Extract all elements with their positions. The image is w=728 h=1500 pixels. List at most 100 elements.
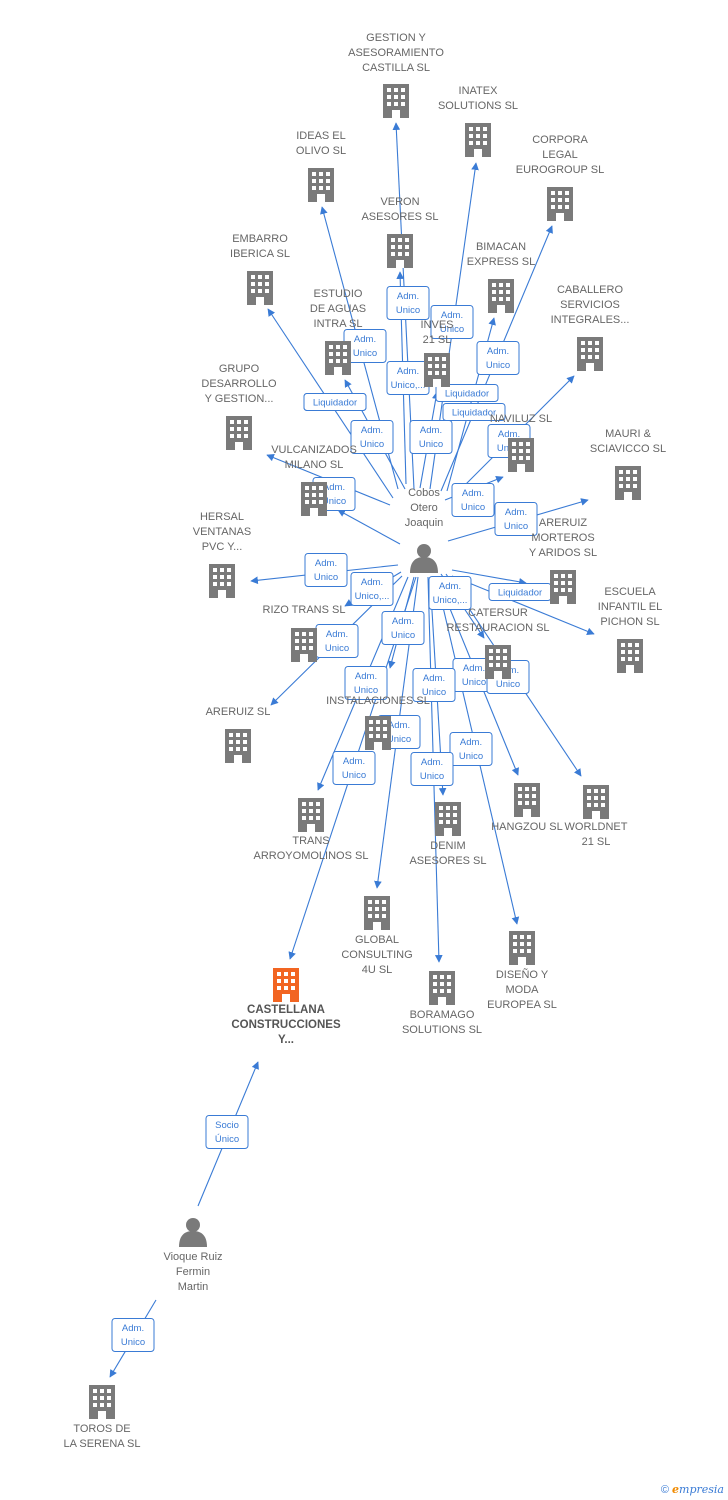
company-node-rizo[interactable]: RIZO TRANS SL [263,604,346,662]
footer-brand[interactable]: © empresia [661,1483,724,1496]
empresia-logo: empresia [672,1483,724,1496]
relation-label-box [442,403,506,421]
relation-label-text: Adm. [323,482,345,493]
node-label-line: TRANS [292,835,329,847]
relation-label-cobos-catersur[interactable]: Adm.Unico,... [428,576,472,610]
node-label-line: GRUPO [219,363,260,375]
relation-label-cobos-corpora[interactable]: Adm.Unico [476,341,520,375]
building-icon [291,628,317,662]
relation-label-vioque-toros[interactable]: Adm.Unico [111,1318,155,1352]
company-node-castellana[interactable]: CASTELLANACONSTRUCCIONESY... [231,968,341,1046]
relation-label-text: Adm. [441,310,463,321]
building-icon [226,416,252,450]
relation-label-cobos-gestion[interactable]: Adm.Unico [386,286,430,320]
relation-label-cobos-ideas[interactable]: Adm.Unico [343,329,387,363]
building-icon [383,84,409,118]
building-icon [225,729,251,763]
node-label-line: VERON [380,196,419,208]
relation-label-cobos-global[interactable]: Adm.Unico [381,611,425,645]
relation-label-cobos-rizo[interactable]: Adm.Unico [315,624,359,658]
relation-label-box [303,393,367,411]
node-label-line: Joaquin [405,517,444,529]
node-label-line: LA SERENA SL [63,1438,140,1450]
node-label-line: 4U SL [362,964,393,976]
node-label-line: INFANTIL EL [598,601,662,613]
node-label-line: Otero [410,502,438,514]
node-label-line: CASTELLANA [247,1004,325,1016]
relation-label-text: Liquidador [498,588,542,599]
relation-label-cobos-veron[interactable]: Adm.Unico,... [386,361,430,395]
company-node-hangzou[interactable]: HANGZOU SL [491,783,563,833]
relation-label-cobos-diseno[interactable]: Adm.Unico [410,752,454,786]
relation-label-text: Unico [461,502,485,513]
relation-label-text: Unico [486,360,510,371]
relation-label-text: Unico [360,439,384,450]
company-node-mauri[interactable]: MAURI &SCIAVICCO SL [590,428,666,500]
relation-label-cobos-areruizm[interactable]: Adm.Unico [451,483,495,517]
building-icon [209,564,235,598]
company-node-caballero[interactable]: CABALLEROSERVICIOSINTEGRALES... [551,284,630,371]
node-label-line: EMBARRO [232,233,288,245]
relation-label-text: Liquidador [445,389,489,400]
node-label-line: INATEX [459,85,499,97]
relation-label-text: Unico [325,643,349,654]
relation-label-text: Unico [354,685,378,696]
relation-label-cobos-mauri[interactable]: Adm.Unico [494,502,538,536]
company-node-areruiz[interactable]: ARERUIZ SL [206,706,271,763]
relation-label-cobos-trans[interactable]: Adm.Unico [332,751,376,785]
relation-label-cobos-bimacan[interactable]: Liquidador [435,384,499,402]
node-label-line: RIZO TRANS SL [263,604,346,616]
relation-label-box [476,341,520,375]
building-icon [514,783,540,817]
company-node-instalaciones[interactable]: INSTALACIONES SL [326,695,430,750]
company-node-naviluz[interactable]: NAVILUZ SL [490,413,552,472]
node-label-line: Vioque Ruiz [163,1251,222,1263]
relation-label-box [332,751,376,785]
building-icon [577,337,603,371]
relation-label-cobos-grupo[interactable]: Liquidador [303,393,367,411]
node-label-line: Fermin [176,1266,210,1278]
relation-label-text: Unico [314,572,338,583]
relation-label-cobos-caballero[interactable]: Liquidador [442,403,506,421]
relation-label-text: Liquidador [313,398,357,409]
relation-label-cobos-estudio[interactable]: Adm.Unico [350,420,394,454]
relation-label-cobos-inves[interactable]: Adm.Unico [409,420,453,454]
relation-label-cobos-hersal[interactable]: Adm.Unico [304,553,348,587]
relation-label-text: Adm. [460,737,482,748]
relation-label-cobos-escuela[interactable]: Liquidador [488,583,552,601]
relation-label-cobos-castellana[interactable]: Adm.Unico [412,668,456,702]
relation-label-cobos-inatex[interactable]: Adm.Unico [430,305,474,339]
relation-label-box [409,420,453,454]
relation-label-cobos-boramago[interactable]: Adm.Unico,... [350,572,394,606]
node-label-line: EUROGROUP SL [516,164,604,176]
relation-label-cobos-denim[interactable]: Adm.Unico [449,732,493,766]
relation-label-cobos-areruiz[interactable]: Adm.Unico [344,666,388,700]
node-label-line: SERVICIOS [560,299,620,311]
building-icon [465,123,491,157]
